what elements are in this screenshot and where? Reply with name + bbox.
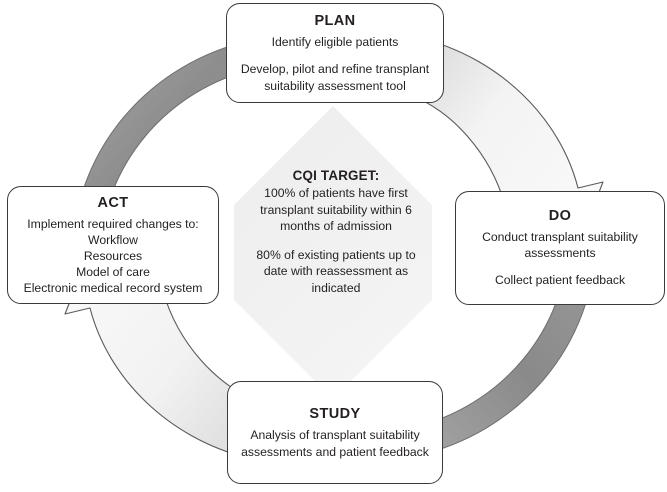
- cqi-line-b-0: 80% of existing patients up to: [256, 247, 416, 262]
- cqi-target-plate: [234, 106, 432, 399]
- stage-subline-plan-0: Develop, pilot and refine transplant: [240, 62, 430, 77]
- cqi-line-a-2: months of admission: [280, 219, 392, 234]
- stage-title-plan: PLAN: [314, 12, 356, 29]
- cqi-target-block: CQI TARGET: 100% of patients have first …: [236, 168, 436, 297]
- cqi-line-a-0: 100% of patients have first: [264, 186, 408, 200]
- stage-line-act-0: Implement required changes to:: [27, 216, 199, 231]
- stage-box-do[interactable]: DO Conduct transplant suitability assess…: [455, 191, 665, 305]
- cqi-line-a-1: transplant suitability within 6: [260, 202, 412, 217]
- stage-subline-plan-1: suitability assessment tool: [264, 78, 406, 93]
- stage-title-study: STUDY: [309, 406, 361, 423]
- cqi-line-b-2: indicated: [311, 280, 361, 295]
- stage-box-plan[interactable]: PLAN Identify eligible patients Develop,…: [226, 3, 444, 103]
- cqi-line-b-1: date with reassessment as: [263, 264, 409, 279]
- stage-line-act-1: Workflow: [88, 232, 138, 247]
- stage-box-act[interactable]: ACT Implement required changes to: Workf…: [7, 186, 219, 304]
- stage-line-study-1: assessments and patient feedback: [241, 444, 429, 459]
- stage-line-act-3: Model of care: [76, 265, 150, 280]
- stage-title-do: DO: [548, 208, 572, 225]
- stage-line-do-1: assessments: [524, 246, 596, 261]
- stage-title-act: ACT: [97, 194, 129, 211]
- stage-line-do-0: Conduct transplant suitability: [482, 230, 638, 245]
- stage-line-study-0: Analysis of transplant suitability: [250, 428, 420, 443]
- stage-subline-do-0: Collect patient feedback: [494, 273, 626, 288]
- stage-box-study[interactable]: STUDY Analysis of transplant suitability…: [227, 381, 443, 484]
- stage-line-plan-0: Identify eligible patients: [271, 35, 399, 50]
- stage-line-act-4: Electronic medical record system: [23, 281, 203, 296]
- cqi-target-title: CQI TARGET:: [292, 168, 380, 183]
- cqi-spacer: [236, 235, 436, 247]
- stage-line-act-2: Resources: [83, 249, 143, 264]
